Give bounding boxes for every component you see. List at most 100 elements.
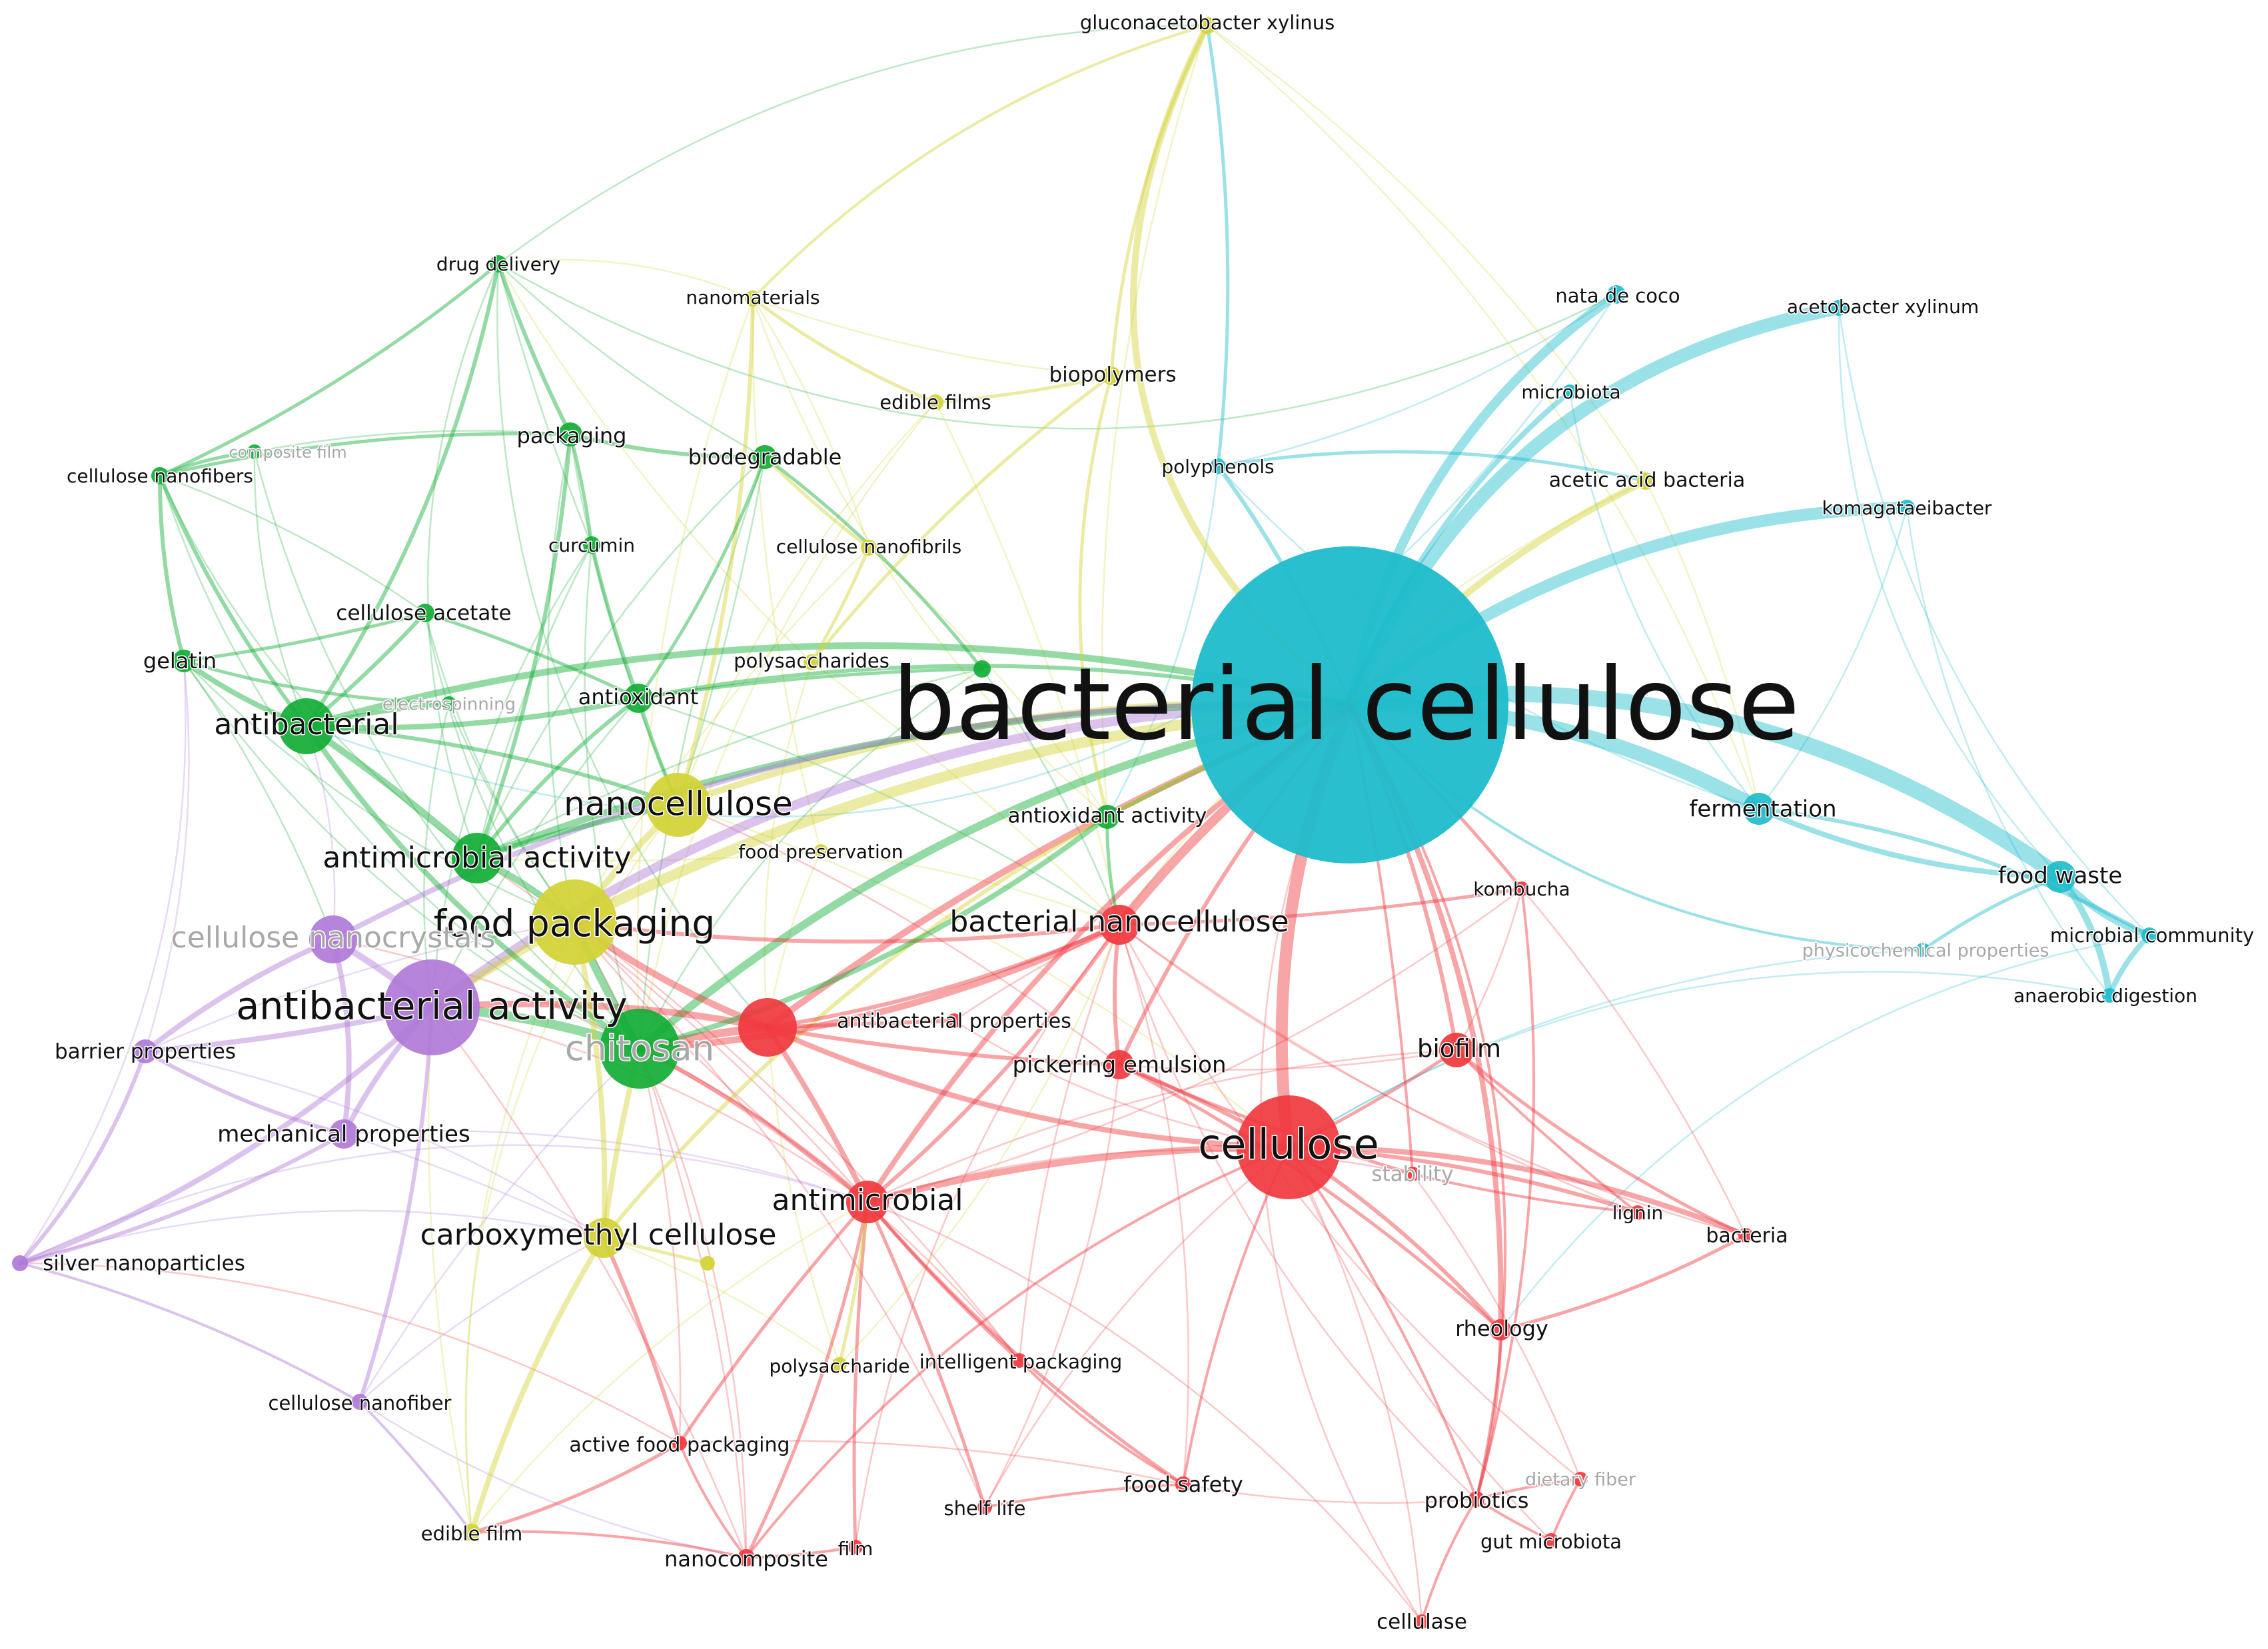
node-anaerobic-digestion[interactable]	[2102, 988, 2117, 1003]
node-polysaccharides[interactable]	[804, 654, 820, 670]
node-cellulose-nanofiber[interactable]	[352, 1394, 368, 1410]
node-gelatin[interactable]	[173, 650, 195, 672]
edge-shelf-life-cellulose	[983, 1146, 1290, 1508]
label-edible-films: edible films	[879, 391, 991, 414]
node-cellulose-nanofibers[interactable]	[151, 467, 169, 484]
node-drug-delivery[interactable]	[490, 255, 507, 273]
node-dietary-fiber[interactable]	[1573, 1472, 1588, 1486]
node-rheology[interactable]	[1490, 1319, 1511, 1341]
node-antimicrobial[interactable]	[846, 1181, 889, 1223]
node-probiotics[interactable]	[1468, 1491, 1484, 1507]
node-komagataeibacter[interactable]	[1899, 500, 1915, 516]
node-edible-films[interactable]	[927, 394, 943, 410]
node-nanocellulose[interactable]	[646, 773, 710, 837]
node-intelligent-packaging[interactable]	[1012, 1353, 1027, 1368]
node-polyphenols[interactable]	[1210, 458, 1226, 474]
edge-antimicrobial-film	[852, 1200, 869, 1549]
node-antibacterial[interactable]	[279, 698, 334, 754]
edge-rheology-bacteria	[1498, 1233, 1748, 1332]
node-acetobacter-xylinum[interactable]	[1831, 300, 1847, 316]
node-cellulose-nanocrystals[interactable]	[309, 915, 357, 963]
edge-antimicrobial-nanocomposite	[744, 1200, 869, 1560]
node-biopolymers[interactable]	[1102, 366, 1121, 385]
node-food-waste[interactable]	[2044, 861, 2076, 893]
edge-bacterial-nanocellulose-pickering-emulsion	[1113, 923, 1121, 1067]
node-fermentation[interactable]	[1743, 793, 1775, 825]
edge-antibacterial-properties-hub-bacterial-nanocellulose	[766, 923, 1121, 1029]
node-microbial-community[interactable]	[2141, 927, 2157, 943]
node-antibacterial-properties[interactable]	[947, 1013, 961, 1028]
node-film[interactable]	[848, 1540, 863, 1554]
node-active-food-packaging[interactable]	[672, 1436, 687, 1450]
node-carboxymethyl-cellulose[interactable]	[584, 1218, 624, 1258]
node-mechanical-properties[interactable]	[329, 1119, 358, 1149]
node-bacteria[interactable]	[1738, 1228, 1753, 1243]
node-chitosan[interactable]	[600, 1009, 680, 1089]
node-acetic-acid-bacteria[interactable]	[1637, 472, 1654, 490]
node-antioxidant-activity[interactable]	[1095, 805, 1119, 829]
node-antimicrobial-activity[interactable]	[452, 833, 502, 883]
edge-antibacterial-antioxidant	[304, 696, 641, 731]
label-food-preservation: food preservation	[738, 841, 903, 863]
node-silver-nanoparticles[interactable]	[12, 1255, 28, 1271]
node-hydrogel[interactable]	[973, 660, 991, 678]
node-physicochemical-properties[interactable]	[1916, 943, 1930, 957]
node-biofilm[interactable]	[1439, 1033, 1474, 1067]
edge-antimicrobial-shelf-life	[865, 1200, 987, 1509]
node-cellulose-acetate[interactable]	[416, 604, 434, 622]
node-bacterial-cellulose[interactable]	[1191, 546, 1508, 863]
node-pickering-emulsion[interactable]	[1105, 1050, 1134, 1079]
edge-acetobacter-xylinum-food-waste	[1838, 306, 2061, 878]
edge-food-packaging-carboxymethyl-cellulose	[572, 919, 608, 1241]
node-packaging[interactable]	[558, 422, 582, 446]
node-biodegradable[interactable]	[753, 445, 777, 469]
node-gut-microbiota[interactable]	[1544, 1533, 1558, 1548]
edge-active-food-packaging-food-safety	[678, 1440, 1185, 1486]
node-nata-de-coco[interactable]	[1607, 285, 1626, 304]
node-yellow-small[interactable]	[700, 1256, 715, 1271]
node-shelf-life[interactable]	[977, 1500, 992, 1514]
node-cellulose[interactable]	[1237, 1095, 1341, 1199]
node-edible-film[interactable]	[463, 1524, 480, 1541]
edge-composite-film-chitosan	[253, 450, 641, 1050]
node-nanocomposite[interactable]	[738, 1549, 755, 1566]
node-food-packaging[interactable]	[532, 879, 617, 965]
node-food-preservation[interactable]	[814, 844, 828, 859]
node-stability[interactable]	[1405, 1167, 1420, 1181]
edge-antibacterial-activity-cellulose-nanofiber	[358, 1005, 434, 1404]
edge-cellulase-cellulose	[1287, 1146, 1423, 1623]
edge-chitosan-antioxidant-activity	[637, 814, 1110, 1051]
node-kombucha[interactable]	[1514, 881, 1529, 896]
network-labels: bacterial cellulosecelluloseantibacteria…	[42, 11, 2255, 1636]
network-nodes	[12, 17, 2157, 1629]
node-bacterial-nanocellulose[interactable]	[1099, 905, 1139, 945]
edge-food-packaging-antimicrobial	[573, 921, 869, 1203]
node-microbiota[interactable]	[1562, 384, 1577, 399]
edge-biofilm-pickering-emulsion	[1118, 1049, 1458, 1071]
node-electrospinning[interactable]	[442, 696, 456, 711]
node-food-safety[interactable]	[1175, 1476, 1191, 1492]
edge-food-waste-physicochemical-properties	[1921, 875, 2062, 952]
edge-cellulose-antibacterial-properties-hub	[765, 1025, 1291, 1150]
node-cellulase[interactable]	[1415, 1614, 1429, 1629]
edge-komagataeibacter-fermentation	[1758, 506, 1908, 810]
edge-mechanical-properties-carboxymethyl-cellulose	[342, 1133, 605, 1239]
node-curcumin[interactable]	[583, 536, 600, 554]
node-antioxidant[interactable]	[624, 684, 653, 713]
edge-edible-film-cellulose-nanofiber	[358, 1400, 473, 1534]
edge-chitosan-bacterial-nanocellulose	[636, 921, 1123, 1052]
node-antibacterial-properties-hub[interactable]	[738, 998, 797, 1057]
label-polysaccharides: polysaccharides	[734, 650, 889, 672]
label-anaerobic-digestion: anaerobic digestion	[2013, 985, 2197, 1007]
node-nanomaterials[interactable]	[745, 290, 761, 306]
node-lignin[interactable]	[1630, 1205, 1645, 1220]
node-polysaccharide[interactable]	[832, 1357, 847, 1372]
node-gluconacetobacter-xylinus[interactable]	[1199, 17, 1216, 34]
edge-kombucha-probiotics	[1475, 887, 1536, 1500]
edge-nanocomposite-active-food-packaging	[678, 1442, 748, 1559]
node-cellulose-nanofibrils[interactable]	[861, 540, 877, 556]
node-composite-film[interactable]	[247, 444, 262, 459]
node-antibacterial-activity[interactable]	[384, 959, 480, 1055]
node-barrier-properties[interactable]	[133, 1039, 157, 1063]
label-intelligent-packaging: intelligent packaging	[919, 1351, 1122, 1373]
